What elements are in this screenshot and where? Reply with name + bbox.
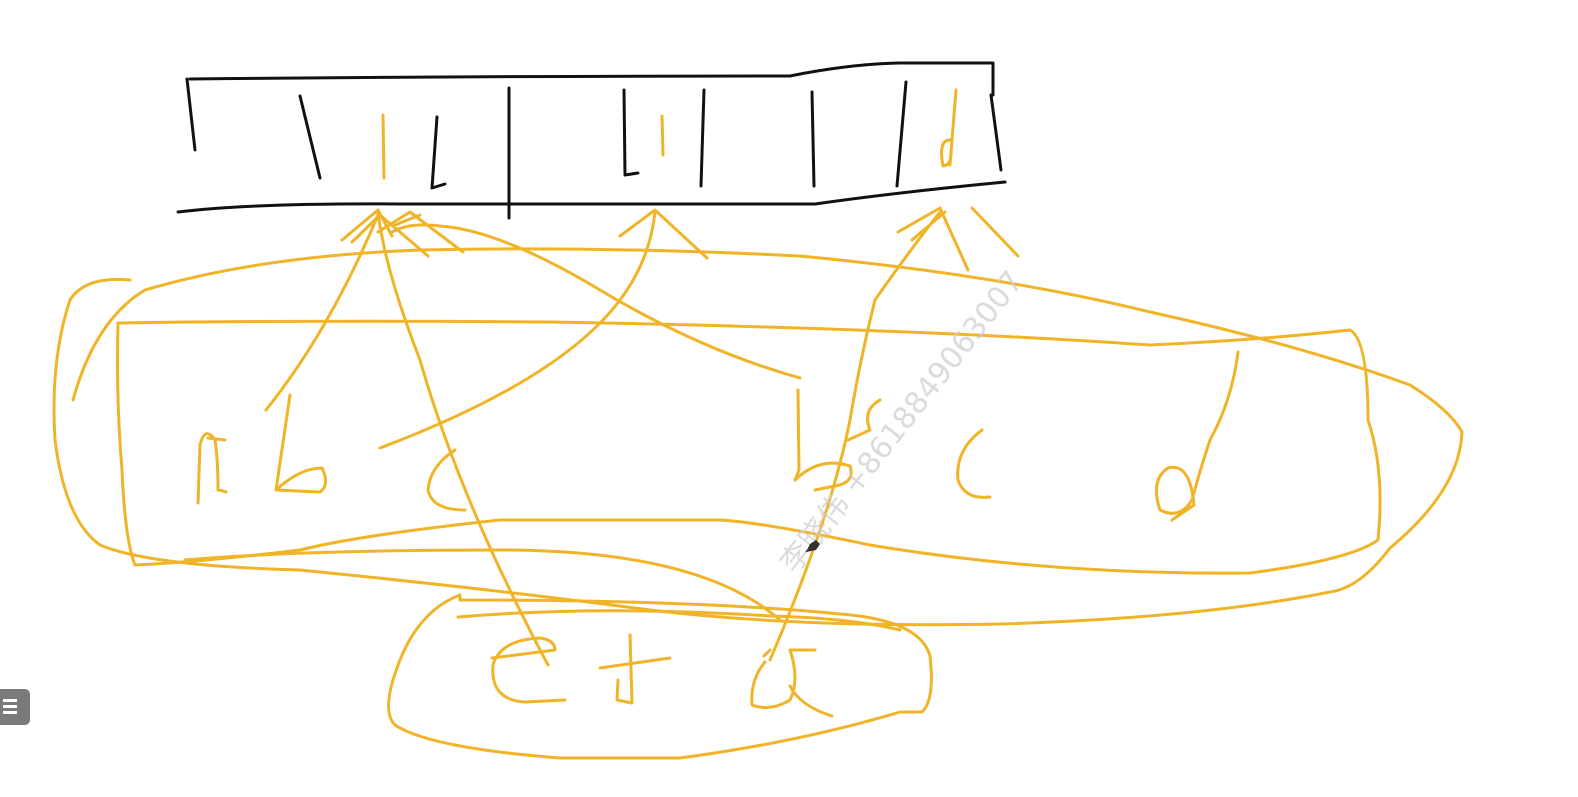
line-ab-to-cell xyxy=(264,213,380,412)
list-outline-icon[interactable] xyxy=(0,689,30,725)
array-divider-7 xyxy=(895,80,908,188)
letter-b-1 xyxy=(274,393,327,494)
letter-c-1 xyxy=(426,448,467,512)
array-mark-3 xyxy=(940,88,958,168)
grouping-outlines xyxy=(52,247,1464,760)
array-divider-5 xyxy=(699,88,706,188)
arrowhead-right xyxy=(896,206,1020,272)
letter-a xyxy=(196,432,228,505)
array-divider-1 xyxy=(298,94,322,180)
bottom-group-inner-line xyxy=(456,609,902,632)
watermark-text: 李晓伟 +8618849063007 xyxy=(774,265,1031,580)
line-b-to-cell xyxy=(390,223,802,380)
array-mark-1 xyxy=(381,113,386,180)
line-e-to-cell xyxy=(376,210,550,667)
array-marks xyxy=(381,88,958,180)
letter-e xyxy=(490,636,567,704)
arrowhead-middle xyxy=(618,208,709,260)
letters xyxy=(196,350,1240,718)
bottom-group-outline xyxy=(387,593,933,760)
letter-a-bottom xyxy=(750,648,834,718)
pointer-lines xyxy=(264,210,942,667)
letter-c-2 xyxy=(956,428,992,499)
array-top-edge xyxy=(188,61,995,97)
line-a-to-right-cell xyxy=(768,210,942,662)
letter-b-2 xyxy=(793,388,882,492)
arrowhead-left-cluster xyxy=(340,208,465,258)
list-icon-glyph xyxy=(3,699,17,714)
array-bottom-edge xyxy=(176,180,1007,214)
outer-loop xyxy=(52,247,1464,627)
array-divider-4 xyxy=(622,88,640,177)
letter-d xyxy=(1154,350,1240,522)
array-divider-6 xyxy=(810,90,816,188)
letter-f xyxy=(598,633,672,705)
inner-rectangle xyxy=(116,319,1382,575)
array-divider-2 xyxy=(430,115,447,190)
inner-baseline xyxy=(183,548,782,622)
array-right-edge xyxy=(989,93,1003,172)
pen-cursor-icon xyxy=(805,540,820,553)
array-sketch xyxy=(176,61,1007,220)
array-left-edge xyxy=(185,77,197,152)
arrow-heads xyxy=(340,206,1020,272)
array-mark-2 xyxy=(660,114,665,157)
